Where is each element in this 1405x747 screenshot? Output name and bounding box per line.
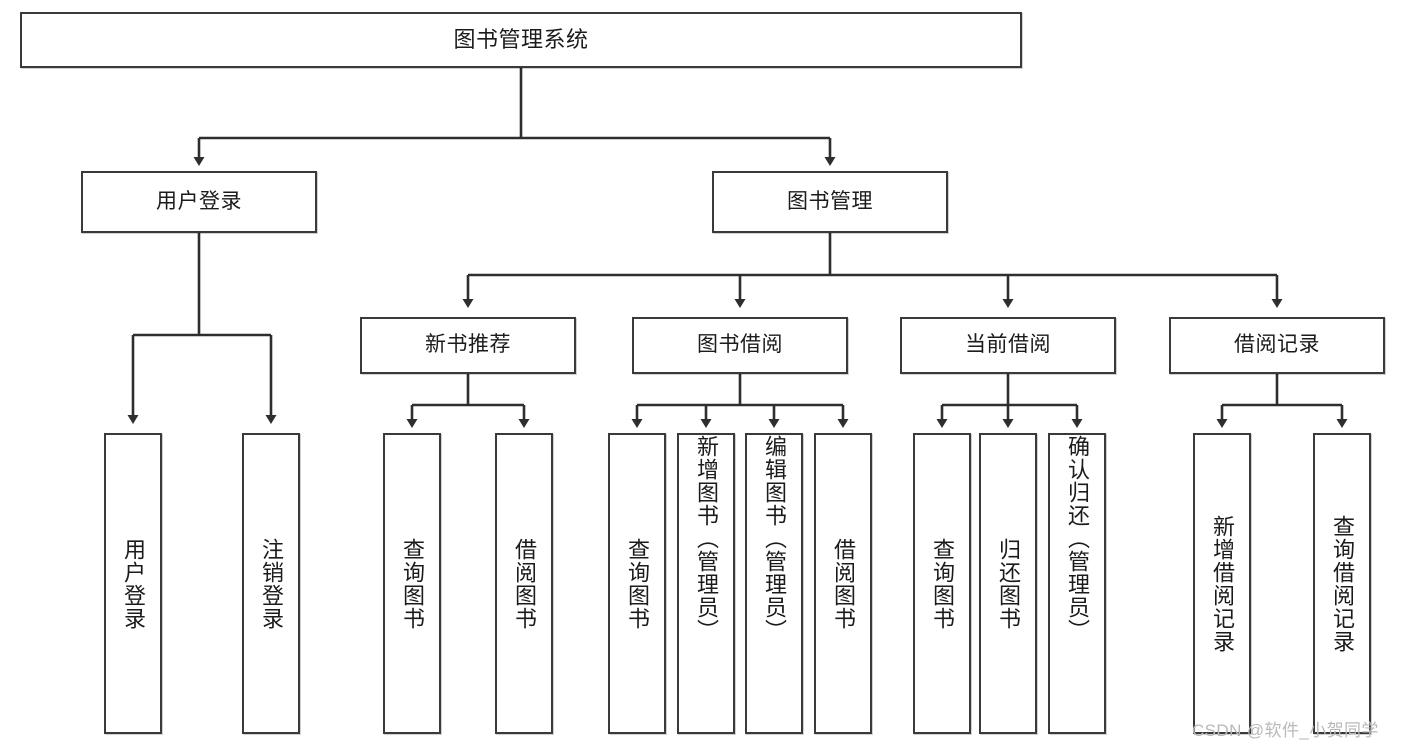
node-label: 查询借阅记录 xyxy=(1329,514,1355,653)
leaf-new-book-query-book[interactable]: 查询图书 xyxy=(383,433,441,734)
node-label: 归还图书 xyxy=(995,537,1021,630)
leaf-book-borrow-query-book[interactable]: 查询图书 xyxy=(608,433,666,734)
leaf-borrow-record-add-record[interactable]: 新增借阅记录 xyxy=(1193,433,1251,734)
node-book-management[interactable]: 图书管理 xyxy=(712,171,948,233)
node-label: 查询图书 xyxy=(624,537,650,630)
node-label: 图书管理 xyxy=(787,189,873,213)
leaf-current-borrow-confirm-return-admin[interactable]: 确认归还（管理员） xyxy=(1048,433,1106,734)
node-label: 图书管理系统 xyxy=(453,27,589,53)
node-borrow-record[interactable]: 借阅记录 xyxy=(1169,317,1385,374)
node-book-borrow[interactable]: 图书借阅 xyxy=(632,317,848,374)
node-label: 编辑图书（管理员） xyxy=(761,435,787,642)
leaf-book-borrow-add-book-admin[interactable]: 新增图书（管理员） xyxy=(677,433,735,734)
node-new-book-recommend[interactable]: 新书推荐 xyxy=(360,317,576,374)
node-label: 图书借阅 xyxy=(697,333,783,357)
leaf-book-borrow-edit-book-admin[interactable]: 编辑图书（管理员） xyxy=(745,433,803,734)
node-label: 注销登录 xyxy=(258,537,284,630)
node-root-book-management-system[interactable]: 图书管理系统 xyxy=(20,12,1022,68)
leaf-new-book-borrow-book[interactable]: 借阅图书 xyxy=(495,433,553,734)
node-label: 借阅图书 xyxy=(511,537,537,630)
node-label: 新增借阅记录 xyxy=(1209,514,1235,653)
node-label: 确认归还（管理员） xyxy=(1064,435,1090,642)
node-label: 查询图书 xyxy=(929,537,955,630)
leaf-user-login-logout[interactable]: 注销登录 xyxy=(242,433,300,734)
node-user-login[interactable]: 用户登录 xyxy=(81,171,317,233)
leaf-book-borrow-borrow-book[interactable]: 借阅图书 xyxy=(814,433,872,734)
node-label: 借阅记录 xyxy=(1234,333,1320,357)
node-label: 查询图书 xyxy=(399,537,425,630)
node-label: 借阅图书 xyxy=(830,537,856,630)
leaf-current-borrow-query-book[interactable]: 查询图书 xyxy=(913,433,971,734)
node-current-borrow[interactable]: 当前借阅 xyxy=(900,317,1116,374)
node-label: 用户登录 xyxy=(120,537,146,630)
leaf-current-borrow-return-book[interactable]: 归还图书 xyxy=(979,433,1037,734)
leaf-borrow-record-query-record[interactable]: 查询借阅记录 xyxy=(1313,433,1371,734)
node-label: 当前借阅 xyxy=(965,333,1051,357)
node-label: 新书推荐 xyxy=(425,333,511,357)
csdn-watermark: CSDN @软件_小贺同学 xyxy=(1192,721,1379,740)
node-label: 用户登录 xyxy=(156,189,242,213)
leaf-user-login-login[interactable]: 用户登录 xyxy=(104,433,162,734)
node-label: 新增图书（管理员） xyxy=(693,435,719,642)
